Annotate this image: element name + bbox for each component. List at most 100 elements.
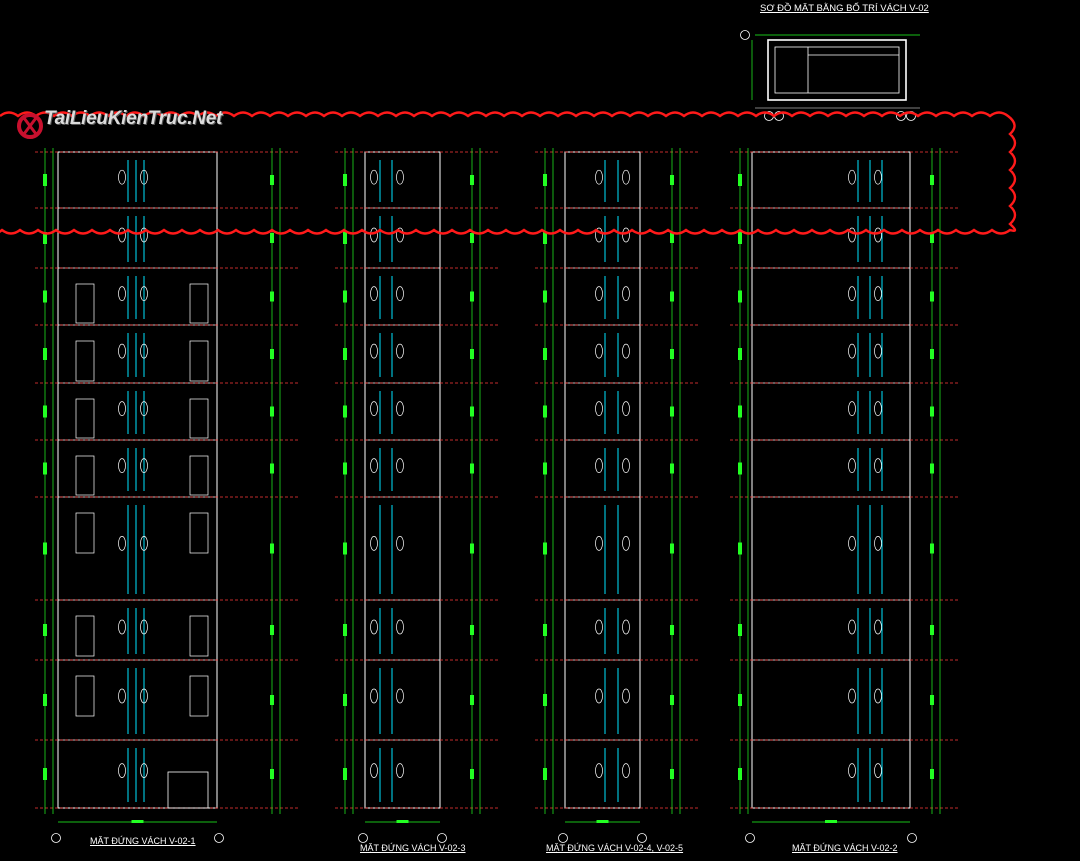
opening (189, 398, 209, 439)
rebar-callout (595, 169, 603, 185)
rebar-callout (595, 619, 603, 635)
dimension-tick (343, 232, 347, 244)
dimension-tick (270, 349, 274, 359)
rebar-callout (622, 169, 630, 185)
plan-grid-bubble (740, 30, 750, 40)
rebar-callout (396, 227, 404, 243)
dimension-tick (470, 543, 474, 554)
dimension-tick (543, 348, 547, 360)
dimension-tick (738, 768, 742, 780)
dimension-tick (543, 542, 547, 555)
rebar-callout (595, 401, 603, 416)
dimension-tick (930, 769, 934, 779)
rebar-callout (370, 535, 378, 551)
rebar-callout (848, 169, 856, 185)
rebar-callout (396, 535, 404, 551)
dimension-tick (43, 694, 47, 706)
rebar-callout (622, 763, 630, 778)
elevation-title-v02-2: MẶT ĐỨNG VÁCH V-02-2 (792, 843, 898, 853)
dimension-tick (738, 462, 742, 475)
rebar-callout (396, 286, 404, 301)
dimension-tick (930, 543, 934, 554)
grid-bubble (214, 833, 224, 843)
rebar-callout (622, 619, 630, 635)
rebar-callout (595, 458, 603, 473)
rebar-callout (370, 286, 378, 301)
dimension-tick (670, 291, 674, 302)
dimension-tick (543, 462, 547, 475)
dimension-tick (670, 769, 674, 779)
dimension-tick (270, 543, 274, 554)
grid-bubble (358, 833, 368, 843)
dimension-tick (738, 624, 742, 636)
elevation-title-v02-3: MẶT ĐỨNG VÁCH V-02-3 (360, 843, 466, 853)
rebar-callout (118, 458, 126, 473)
opening (189, 512, 209, 554)
rebar-callout (118, 169, 126, 185)
elevation-4 (730, 148, 960, 843)
dimension-tick (43, 542, 47, 555)
dimension-tick (543, 174, 547, 186)
opening (189, 340, 209, 382)
dimension-tick (343, 348, 347, 360)
wall-elevations (35, 148, 960, 843)
dimension-tick (930, 233, 934, 243)
rebar-callout (874, 169, 882, 185)
rebar-callout (118, 286, 126, 301)
opening (189, 615, 209, 657)
watermark-logo-icon (17, 113, 43, 139)
dimension-tick (343, 694, 347, 706)
elevation-title-v02-1: MẶT ĐỨNG VÁCH V-02-1 (90, 836, 196, 846)
dimension-tick (470, 233, 474, 243)
dimension-tick (43, 290, 47, 303)
opening (75, 512, 95, 554)
dimension-tick (738, 174, 742, 186)
rebar-callout (396, 619, 404, 635)
rebar-callout (370, 401, 378, 416)
dimension-tick (670, 349, 674, 359)
dimension-tick (543, 694, 547, 706)
rebar-callout (848, 763, 856, 778)
dimension-tick (470, 175, 474, 185)
rebar-callout (118, 619, 126, 635)
rebar-callout (595, 763, 603, 778)
dimension-tick (825, 820, 837, 823)
rebar-callout (848, 286, 856, 301)
rebar-callout (874, 286, 882, 301)
rebar-callout (848, 227, 856, 243)
dimension-tick (738, 290, 742, 303)
dimension-tick (738, 542, 742, 555)
dimension-tick (738, 232, 742, 244)
dimension-tick (43, 348, 47, 360)
revision-cloud (0, 111, 1017, 235)
rebar-callout (140, 227, 148, 243)
dimension-tick (470, 349, 474, 359)
rebar-callout (370, 343, 378, 359)
rebar-callout (622, 458, 630, 473)
rebar-callout (622, 286, 630, 301)
dimension-tick (670, 406, 674, 417)
opening (75, 615, 95, 657)
dimension-tick (670, 695, 674, 705)
rebar-callout (118, 535, 126, 551)
rebar-callout (140, 763, 148, 778)
dimension-tick (543, 232, 547, 244)
rebar-callout (396, 763, 404, 778)
elevation-2 (335, 148, 500, 843)
rebar-callout (370, 458, 378, 473)
dimension-tick (930, 406, 934, 417)
rebar-callout (370, 688, 378, 704)
rebar-callout (622, 227, 630, 243)
dimension-tick (930, 349, 934, 359)
dimension-tick (343, 462, 347, 475)
dimension-tick (670, 463, 674, 474)
rebar-callout (396, 401, 404, 416)
rebar-callout (140, 286, 148, 301)
rebar-callout (595, 343, 603, 359)
plan-grid-bubble (896, 111, 906, 121)
plan-title: SƠ ĐỒ MẶT BẰNG BỐ TRÍ VÁCH V-02 (760, 3, 929, 14)
dimension-tick (596, 820, 609, 823)
grid-bubble (51, 833, 61, 843)
rebar-callout (622, 688, 630, 704)
